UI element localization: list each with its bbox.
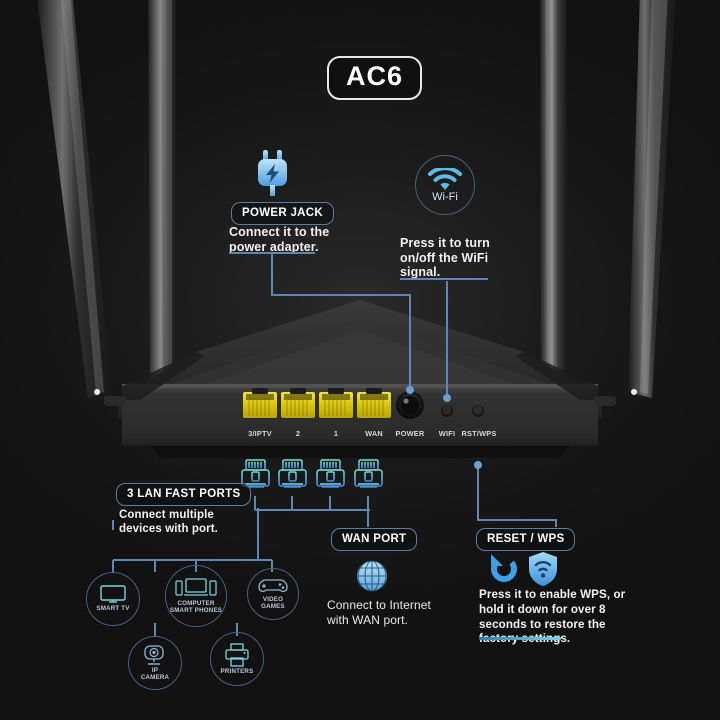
tv-icon [100, 585, 126, 603]
reset-arrow-icon [491, 554, 517, 582]
antenna-right-inner [540, 0, 566, 400]
wifi-callout-circle: Wi-Fi [415, 155, 475, 215]
leader-dot-reset [474, 461, 482, 469]
rj45-plug-icon-wan [354, 459, 383, 496]
power-jack-port [396, 391, 424, 419]
device-circle-smart-tv: SMART TV [86, 572, 140, 626]
reset-wps-description: Press it to enable WPS, or hold it down … [479, 588, 626, 645]
device-label: PRINTERS [220, 667, 254, 675]
power-jack-badge: POWER JACK [231, 202, 334, 225]
lan-ports-description: Connect multiple devices with port. [119, 509, 218, 536]
antenna-left-outer [37, 0, 112, 398]
wan-port-description: Connect to Internet with WAN port. [327, 598, 431, 627]
rj45-plug-icon-row [241, 459, 383, 496]
power-jack-description: Connect it to the power adapter. [229, 225, 330, 254]
device-circle-ip-camera: IP CAMERA [128, 636, 182, 690]
rj45-plug-icon [278, 459, 307, 496]
power-jack-rule [229, 252, 315, 254]
port-label-rst-wps: RST/WPS [461, 429, 497, 438]
leader-dot-wifi [443, 394, 451, 402]
port-label-2: 2 [295, 429, 301, 438]
printer-icon [225, 642, 249, 667]
wifi-signal-icon [428, 167, 462, 190]
device-circle-computer-phones: COMPUTER SMART PHONES [165, 565, 227, 627]
port-label-wifi: WIFI [438, 429, 456, 438]
lan-ports-badge: 3 LAN FAST PORTS [116, 483, 252, 506]
router-body [104, 300, 616, 458]
wan-port-badge: WAN PORT [331, 528, 418, 551]
device-label: SMART TV [96, 605, 130, 613]
gamepad-icon [258, 579, 288, 593]
wifi-rule [400, 278, 488, 280]
wifi-circle-label: Wi-Fi [432, 190, 458, 203]
globe-icon [357, 560, 387, 592]
wifi-button [441, 405, 453, 417]
rj45-plug-icon [241, 459, 270, 496]
wifi-description: Press it to turn on/off the WiFi signal. [400, 236, 490, 279]
rj45-plug-icon [316, 459, 345, 496]
reset-wps-badge: RESET / WPS [476, 528, 576, 551]
ethernet-ports [243, 388, 391, 418]
device-label: COMPUTER SMART PHONES [169, 600, 223, 614]
device-circle-printers: PRINTERS [210, 632, 264, 686]
device-label: VIDEO GAMES [261, 596, 285, 610]
ip-camera-icon [144, 645, 164, 665]
device-circle-video-games: VIDEO GAMES [247, 568, 299, 620]
leader-dot-power [406, 386, 414, 394]
reset-wps-button [472, 405, 484, 417]
port-label-wan: WAN [365, 429, 383, 438]
shield-wifi-icon [529, 552, 557, 586]
power-plug-icon [258, 150, 287, 196]
antenna-right-outer [628, 0, 676, 398]
laptop-phones-icon [175, 578, 217, 596]
port-label-1: 1 [333, 429, 339, 438]
port-label-3iptv: 3/IPTV [248, 429, 272, 438]
port-label-power: POWER [395, 429, 425, 438]
reset-wps-rule [479, 637, 561, 640]
device-label: IP CAMERA [140, 667, 170, 681]
model-badge: AC6 [327, 56, 423, 100]
antenna-left-inner [148, 0, 176, 400]
